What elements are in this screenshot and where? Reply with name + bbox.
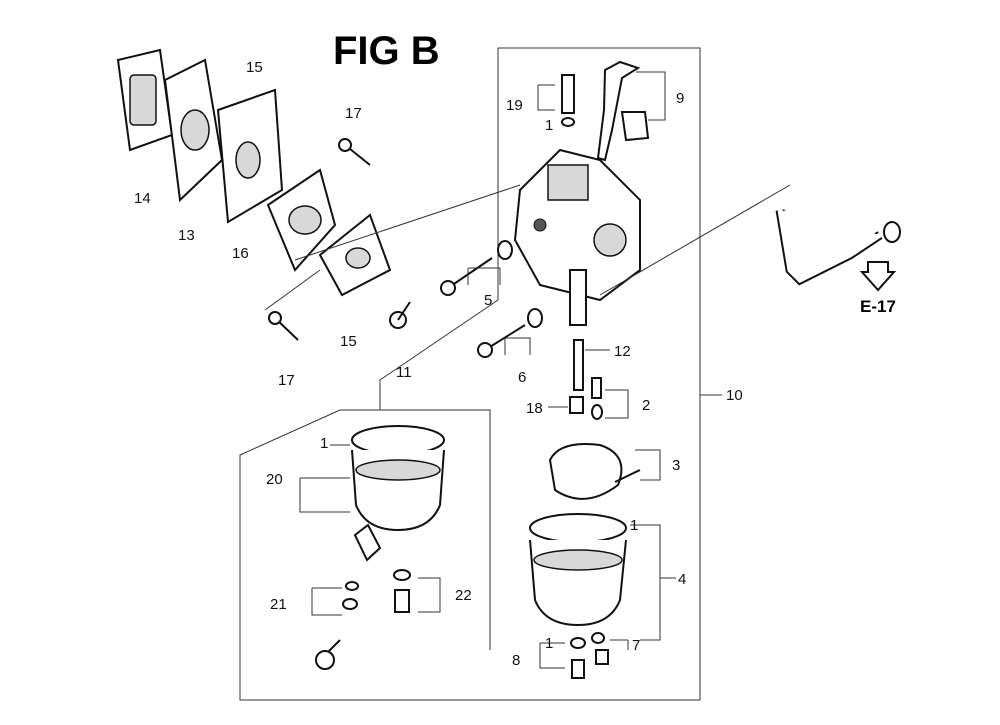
arrow-down-icon xyxy=(859,261,897,292)
callout-1-top: 1 xyxy=(545,117,553,134)
assembly-bracket-10 xyxy=(239,47,701,701)
callout-17-upper: 17 xyxy=(345,105,362,122)
choke-lever-9 xyxy=(596,60,650,162)
callout-18: 18 xyxy=(526,400,543,417)
float-chamber-20 xyxy=(351,425,445,562)
gasket-13 xyxy=(163,58,224,203)
callout-2: 2 xyxy=(642,397,650,414)
drain-screw-21 xyxy=(315,581,359,670)
callout-16: 16 xyxy=(232,245,249,262)
bolt-17-lower xyxy=(268,311,299,341)
callout-4: 4 xyxy=(678,571,686,588)
figure-title: FIG B xyxy=(333,29,440,73)
bolt-22 xyxy=(393,569,411,613)
callout-10: 10 xyxy=(726,387,743,404)
drain-bolt-8 xyxy=(570,637,586,679)
insulator-16 xyxy=(266,168,337,272)
callout-20: 20 xyxy=(266,471,283,488)
reference-e17: E-17 xyxy=(860,297,896,316)
callout-15-upper: 15 xyxy=(246,59,263,76)
bolt-17-upper xyxy=(338,138,371,166)
callout-17-lower: 17 xyxy=(278,372,295,389)
assembly-bracket-left xyxy=(379,48,499,410)
callout-1-left: 1 xyxy=(320,435,328,452)
callout-22: 22 xyxy=(455,587,472,604)
callout-14: 14 xyxy=(134,190,151,207)
callout-19: 19 xyxy=(506,97,523,114)
callout-5: 5 xyxy=(484,292,492,309)
callout-12: 12 xyxy=(614,343,631,360)
callout-1-chamber: 1 xyxy=(630,517,638,534)
callout-21: 21 xyxy=(270,596,287,613)
callout-11: 11 xyxy=(396,364,412,381)
float-chamber-4 xyxy=(529,513,627,627)
drain-screw-7 xyxy=(591,632,609,665)
fuel-pipe xyxy=(775,209,901,286)
carburetor-body xyxy=(513,148,641,326)
float-3 xyxy=(548,443,641,500)
screw-set-5 xyxy=(440,240,513,296)
gasket-15-upper xyxy=(216,88,284,224)
screw-set-6 xyxy=(477,308,543,358)
nozzle-18 xyxy=(569,396,584,414)
callout-7: 7 xyxy=(632,637,640,654)
callout-15-lower: 15 xyxy=(340,333,357,350)
gasket-14 xyxy=(116,48,174,152)
screw-19 xyxy=(561,74,575,127)
pilot-jet-2 xyxy=(591,377,603,420)
callout-9: 9 xyxy=(676,90,684,107)
callout-3: 3 xyxy=(672,457,680,474)
callout-8: 8 xyxy=(512,652,520,669)
main-jet-12 xyxy=(573,339,584,391)
callout-6: 6 xyxy=(518,369,526,386)
callout-1-bottom: 1 xyxy=(545,635,553,652)
screw-11 xyxy=(389,301,411,329)
gasket-15-lower xyxy=(318,213,392,297)
callout-13: 13 xyxy=(178,227,195,244)
